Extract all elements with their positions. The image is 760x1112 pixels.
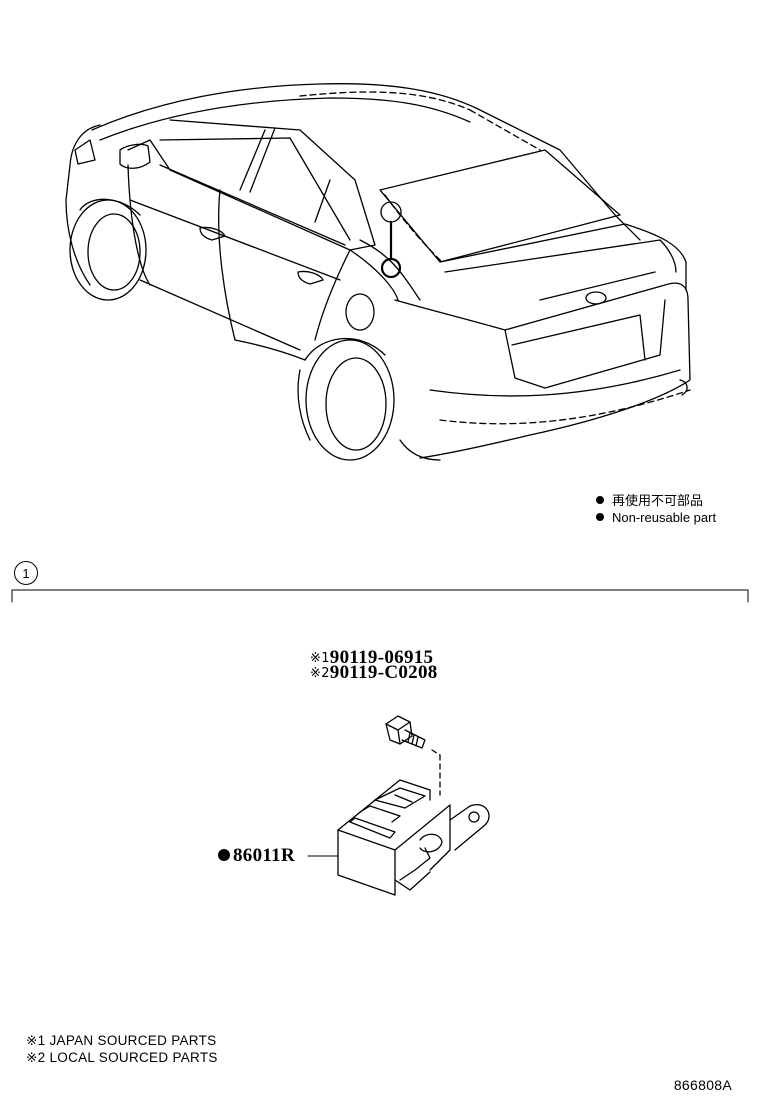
source-mark-japan: ※1 [310, 651, 330, 666]
note-japan-sourced: ※1 JAPAN SOURCED PARTS [26, 1033, 217, 1048]
bullet-icon [596, 513, 604, 521]
legend-label-english: Non-reusable part [612, 510, 717, 525]
part-number-bolt-japan-text: 90119-06915 [329, 647, 434, 668]
car-illustration [65, 83, 691, 461]
part-number-module[interactable]: 86011R [218, 845, 295, 867]
part-number-bolt-local[interactable]: ※290119-C0208 [310, 662, 438, 684]
bolt-illustration [385, 715, 441, 796]
module-illustration [337, 779, 490, 896]
source-mark-local: ※2 [310, 666, 330, 681]
note-local-sourced: ※2 LOCAL SOURCED PARTS [26, 1050, 218, 1065]
part-number-bolt-japan[interactable]: ※190119-06915 [310, 647, 433, 669]
legend-item-english: Non-reusable part [596, 510, 716, 526]
part-number-bolt-local-text: 90119-C0208 [329, 662, 438, 683]
legend-item-japanese: 再使用不可部品 [596, 493, 703, 509]
legend-label-japanese: 再使用不可部品 [612, 493, 704, 508]
non-reusable-bullet-icon [218, 849, 230, 861]
section-bracket-line [11, 589, 749, 603]
illustration-code: 866808A [673, 1077, 732, 1093]
bullet-icon [596, 496, 604, 504]
section-callout-number: 1 [14, 561, 38, 585]
part-number-module-text: 86011R [233, 845, 295, 866]
